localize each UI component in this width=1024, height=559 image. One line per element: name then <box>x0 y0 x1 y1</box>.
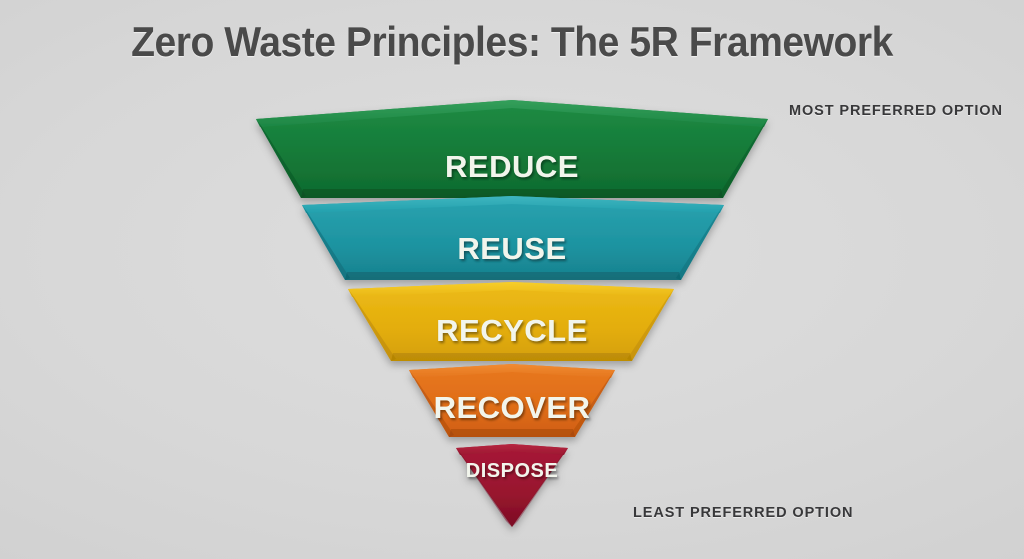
funnel-layer-reduce-right-bevel <box>718 119 768 198</box>
funnel-layer-recycle-left-bevel <box>348 289 396 361</box>
funnel-layer-dispose-body <box>456 444 568 527</box>
funnel-layer-recover-body <box>409 364 615 437</box>
funnel-layer-recycle-right-bevel <box>627 289 674 361</box>
funnel-layer-reuse-left-bevel <box>302 205 350 280</box>
funnel-layer-reduce[interactable]: REDUCE <box>256 100 768 198</box>
funnel-layer-reuse-top-face <box>302 196 724 213</box>
funnel-layer-dispose-left-bevel <box>456 448 512 527</box>
funnel-layer-reduce-top-face <box>256 100 768 127</box>
funnel-layer-reduce-body <box>256 100 768 198</box>
funnel-layer-reuse-label: REUSE <box>457 231 566 266</box>
page-title: Zero Waste Principles: The 5R Framework <box>131 18 893 65</box>
funnel-layer-recycle-body <box>348 282 674 361</box>
most-preferred-note: MOST PREFERRED OPTION <box>789 103 1003 119</box>
funnel-layer-reuse-right-bevel <box>676 205 724 280</box>
funnel-layer-reduce-left-bevel <box>256 119 306 198</box>
funnel-layer-recover-right-bevel <box>570 370 615 437</box>
funnel-layer-recover-label: RECOVER <box>434 390 591 425</box>
funnel-layer-dispose-top-face <box>456 444 568 455</box>
funnel-layer-recycle-top-face <box>348 282 674 297</box>
funnel-layer-recover-left-bevel <box>409 370 454 437</box>
funnel-layer-recycle-label: RECYCLE <box>436 313 588 348</box>
least-preferred-note: LEAST PREFERRED OPTION <box>633 505 854 521</box>
funnel-layer-dispose-right-bevel <box>512 448 568 527</box>
funnel-layer-reduce-label: REDUCE <box>445 149 579 184</box>
funnel-layer-recover[interactable]: RECOVER <box>409 364 615 437</box>
funnel-layer-reuse[interactable]: REUSE <box>302 196 724 280</box>
funnel-layer-recycle-bottom-shade <box>391 353 632 361</box>
funnel-layer-reuse-body <box>302 196 724 280</box>
funnel-layer-dispose[interactable]: DISPOSE <box>456 444 568 527</box>
funnel-layer-recover-bottom-shade <box>449 429 575 437</box>
funnel-layer-reduce-bottom-shade <box>301 189 723 198</box>
funnel-layer-dispose-label: DISPOSE <box>466 460 558 482</box>
funnel-layer-recover-top-face <box>409 364 615 378</box>
funnel-layer-reuse-bottom-shade <box>345 272 681 280</box>
funnel-layer-recycle[interactable]: RECYCLE <box>348 282 674 361</box>
